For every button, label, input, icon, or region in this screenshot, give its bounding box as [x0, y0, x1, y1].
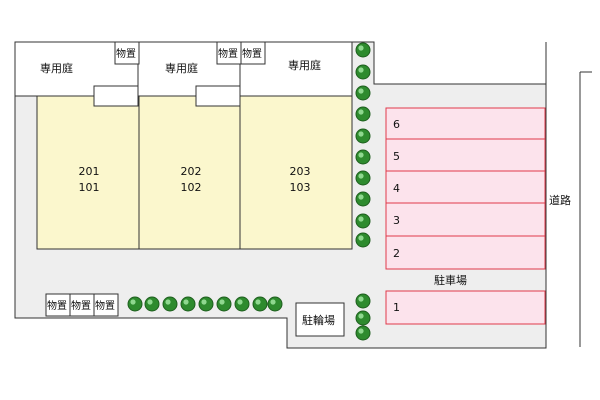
tree-icon	[355, 213, 371, 229]
tree-icon	[198, 296, 214, 312]
tree-icon	[355, 325, 371, 341]
storage-shed-bottom-2: 物置	[69, 293, 95, 317]
svg-text:物置: 物置	[71, 299, 91, 312]
parking-number-6: 6	[393, 118, 400, 131]
tree-icon	[355, 106, 371, 122]
unit-203: 203	[290, 165, 311, 178]
parking-space-6	[385, 107, 546, 140]
parking-number-2: 2	[393, 247, 400, 260]
tree-icon	[162, 296, 178, 312]
tree-icon	[144, 296, 160, 312]
garden-label-right: 専用庭	[288, 58, 321, 72]
parking-space-2	[385, 235, 546, 270]
bicycle-parking-label: 駐輪場	[302, 313, 335, 327]
storage-shed-bottom-3: 物置	[93, 293, 119, 317]
tree-icon	[234, 296, 250, 312]
parking-space-5	[385, 138, 546, 172]
tree-icon	[127, 296, 143, 312]
svg-text:物置: 物置	[116, 47, 136, 60]
parking-number-3: 3	[393, 214, 400, 227]
unit-201: 201	[79, 165, 100, 178]
tree-icon	[355, 149, 371, 165]
parking-space-1	[385, 290, 546, 325]
storage-shed-top-1: 物置	[114, 41, 140, 65]
tree-icon	[355, 85, 371, 101]
svg-text:物置: 物置	[95, 299, 115, 312]
parking-lot-label: 駐車場	[434, 273, 467, 287]
tree-icon	[355, 293, 371, 309]
svg-text:物置: 物置	[218, 47, 238, 60]
parking-area	[385, 107, 546, 325]
garden-label-center: 専用庭	[165, 61, 198, 75]
tree-icon	[355, 170, 371, 186]
storage-shed-top-2: 物置	[216, 41, 242, 65]
apartment-building	[36, 95, 353, 250]
entrance-porch-1	[93, 85, 139, 107]
tree-icon	[355, 42, 371, 58]
unit-103: 103	[290, 181, 311, 194]
svg-text:物置: 物置	[242, 47, 262, 60]
road-label: 道路	[549, 193, 571, 207]
storage-shed-top-3: 物置	[240, 41, 266, 65]
svg-text:物置: 物置	[47, 299, 67, 312]
entrance-porch-2	[195, 85, 241, 107]
parking-number-5: 5	[393, 150, 400, 163]
unit-101: 101	[79, 181, 100, 194]
parking-number-1: 1	[393, 301, 400, 314]
tree-icon	[180, 296, 196, 312]
storage-shed-bottom-1: 物置	[45, 293, 71, 317]
tree-icon	[355, 64, 371, 80]
unit-102: 102	[181, 181, 202, 194]
parking-space-4	[385, 170, 546, 204]
parking-space-3	[385, 202, 546, 237]
tree-icon	[355, 232, 371, 248]
tree-icon	[216, 296, 232, 312]
unit-202: 202	[181, 165, 202, 178]
tree-icon	[355, 310, 371, 326]
trees	[127, 42, 371, 341]
parking-number-4: 4	[393, 182, 400, 195]
tree-icon	[355, 128, 371, 144]
tree-icon	[267, 296, 283, 312]
tree-icon	[355, 191, 371, 207]
garden-label-left: 専用庭	[40, 61, 73, 75]
tree-icon	[252, 296, 268, 312]
bicycle-parking	[295, 302, 345, 337]
